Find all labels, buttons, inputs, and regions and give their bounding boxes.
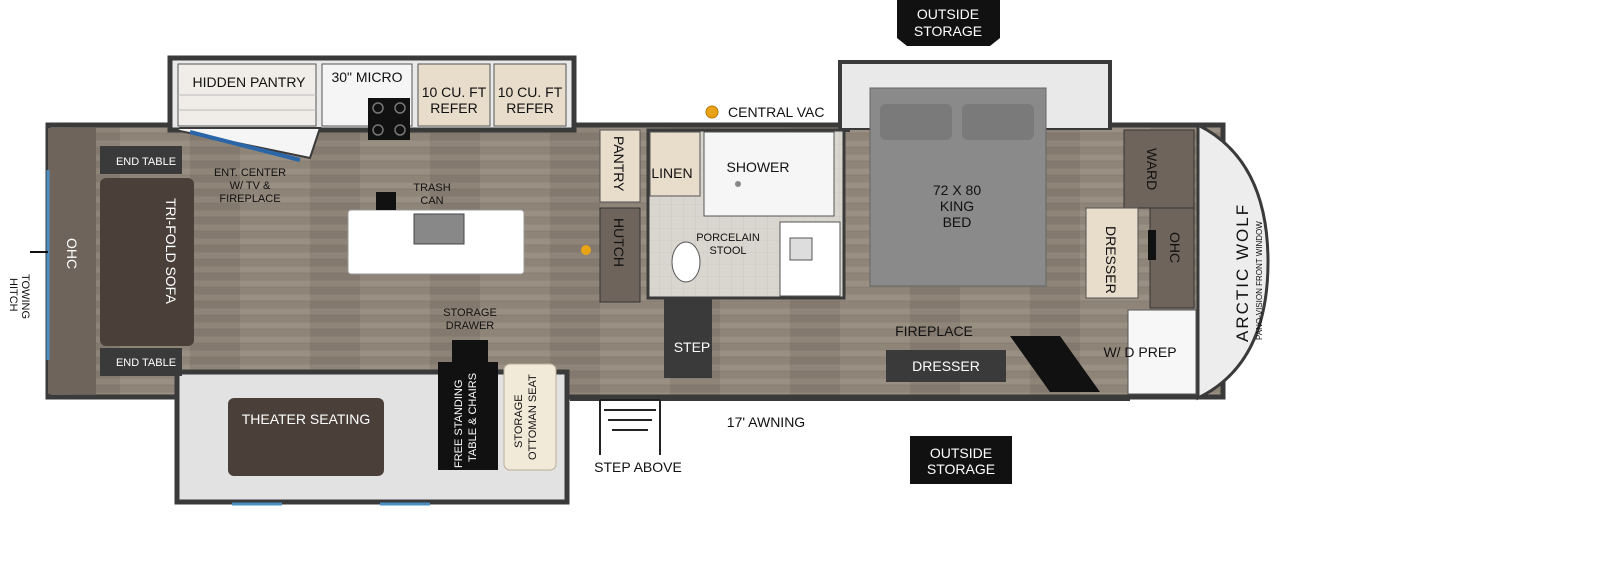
toilet-shape bbox=[671, 241, 701, 283]
refer2-line1: 10 CU. FT bbox=[498, 84, 563, 100]
central-vac-dot-2 bbox=[581, 245, 591, 255]
dresser-bedroom-label: DRESSER bbox=[1103, 226, 1119, 294]
refer-1 bbox=[417, 63, 491, 127]
ohc-rear-label: OHC bbox=[64, 238, 80, 269]
step-shape bbox=[664, 298, 712, 378]
pantry-cabinet bbox=[599, 129, 641, 203]
dresser-living-shape bbox=[886, 350, 1006, 382]
dresser-living-label: DRESSER bbox=[912, 358, 980, 374]
hutch-cabinet bbox=[599, 207, 641, 303]
refer1-line1: 10 CU. FT bbox=[422, 84, 487, 100]
dresser-bedroom-shape bbox=[1085, 207, 1139, 299]
ohc-front-label: OHC bbox=[1167, 232, 1183, 263]
outside-storage-top-badge bbox=[897, 0, 1000, 46]
sink bbox=[413, 213, 465, 245]
rear-living bbox=[100, 146, 557, 476]
hidden-pantry-label: HIDDEN PANTRY bbox=[192, 74, 306, 90]
refer-2 bbox=[493, 63, 567, 127]
bedroom bbox=[869, 87, 1197, 395]
trash-can-line2: CAN bbox=[420, 195, 443, 207]
trash-can-line1: TRASH bbox=[413, 182, 450, 194]
pillow-left bbox=[880, 104, 952, 140]
wd-prep-area bbox=[1127, 309, 1197, 395]
fireplace-shape bbox=[1010, 336, 1100, 392]
shower-label: SHOWER bbox=[727, 159, 790, 175]
theater-seating-shape bbox=[228, 398, 384, 476]
storage-drawer-line2: DRAWER bbox=[446, 320, 495, 332]
tri-fold-sofa-shape bbox=[100, 178, 194, 346]
ward-label: WARD bbox=[1144, 148, 1160, 190]
ottoman-line1: STORAGE bbox=[513, 394, 525, 448]
wd-prep-label: W/ D PREP bbox=[1103, 344, 1176, 360]
ottoman-shape bbox=[503, 363, 557, 471]
ent-center-line2: W/ TV & bbox=[230, 180, 271, 192]
front-cap bbox=[1196, 122, 1270, 401]
pillow-right bbox=[962, 104, 1034, 140]
cooktop bbox=[368, 98, 410, 140]
kitchen bbox=[171, 63, 641, 303]
outside-storage-bottom-line2: STORAGE bbox=[927, 461, 995, 477]
end-table-top-label: END TABLE bbox=[116, 156, 176, 168]
linen-label: LINEN bbox=[651, 165, 692, 181]
hutch-label: HUTCH bbox=[611, 218, 627, 267]
bed-line1: 72 X 80 bbox=[933, 182, 981, 198]
towing-hitch-line1: TOWING bbox=[19, 274, 31, 319]
central-vac-label: CENTRAL VAC bbox=[728, 104, 824, 120]
linen-cabinet bbox=[649, 131, 701, 197]
ottoman-line2: OTTOMAN SEAT bbox=[527, 374, 539, 460]
storage-drawer-line1: STORAGE bbox=[443, 307, 497, 319]
end-table-top-shape bbox=[100, 146, 182, 174]
table-chairs-line2: TABLE & CHAIRS bbox=[467, 373, 479, 462]
bathroom bbox=[646, 128, 846, 378]
refer2-line2: REFER bbox=[506, 100, 553, 116]
entry-steps bbox=[599, 399, 661, 455]
refer1-line2: REFER bbox=[430, 100, 477, 116]
end-table-bottom-shape bbox=[100, 348, 182, 376]
towing-hitch-line2: HITCH bbox=[7, 278, 19, 312]
ent-center-line1: ENT. CENTER bbox=[214, 167, 286, 179]
storage-drawer-shape bbox=[452, 340, 488, 362]
bed-line2: KING bbox=[940, 198, 974, 214]
end-table-bottom-label: END TABLE bbox=[116, 357, 176, 369]
tri-fold-sofa-label: TRI-FOLD SOFA bbox=[163, 198, 179, 304]
step-above-label: STEP ABOVE bbox=[594, 459, 682, 475]
tv-screen bbox=[189, 130, 301, 162]
ent-center-line3: FIREPLACE bbox=[219, 193, 280, 205]
ward-cabinet bbox=[1123, 129, 1195, 209]
outside-storage-bottom-line1: OUTSIDE bbox=[930, 445, 992, 461]
step-label: STEP bbox=[674, 339, 711, 355]
bed-line3: BED bbox=[943, 214, 972, 230]
porcelain-stool-line1: PORCELAIN bbox=[696, 232, 760, 244]
theater-seating-label: THEATER SEATING bbox=[242, 411, 371, 427]
outside-storage-top-line1: OUTSIDE bbox=[917, 6, 979, 22]
pantry-label: PANTRY bbox=[611, 136, 627, 192]
brand-sub-label: PANO-VISION FRONT WINDOW bbox=[1255, 221, 1264, 340]
central-vac-icon bbox=[705, 105, 719, 119]
outside-storage-top-line2: STORAGE bbox=[914, 23, 982, 39]
fireplace-label: FIREPLACE bbox=[895, 323, 973, 339]
micro-label: 30" MICRO bbox=[331, 69, 402, 85]
trash-can-shape bbox=[376, 192, 396, 210]
outside-storage-bottom-badge bbox=[910, 436, 1012, 484]
porcelain-stool-line2: STOOL bbox=[709, 245, 746, 257]
rear-wall bbox=[48, 128, 96, 394]
awning-label: 17' AWNING bbox=[727, 414, 805, 430]
shower-shape bbox=[703, 131, 835, 217]
table-chairs-line1: FREE STANDING bbox=[453, 380, 465, 468]
table-chairs-shape bbox=[438, 362, 498, 470]
brand-label: ARCTIC WOLF bbox=[1233, 203, 1252, 342]
